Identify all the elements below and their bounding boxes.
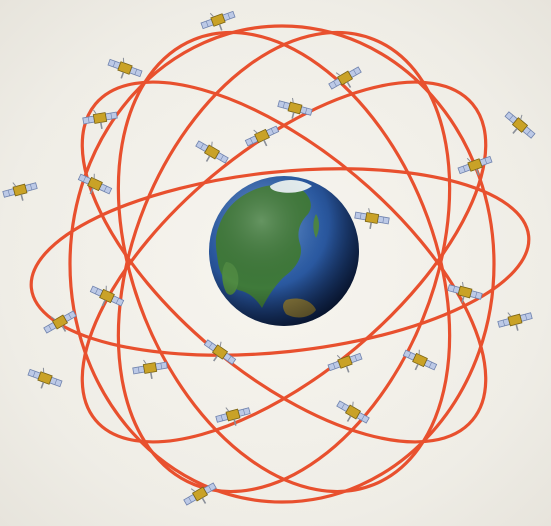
satellite-icon xyxy=(105,54,144,84)
satellite-icon xyxy=(400,345,439,377)
satellite-icon xyxy=(82,106,119,132)
earth-icon xyxy=(209,176,359,326)
satellite-icon xyxy=(25,364,64,394)
satellite-icon xyxy=(456,151,495,181)
satellite-icon xyxy=(326,348,365,378)
satellite-icon xyxy=(500,107,539,144)
satellite-icon xyxy=(214,402,252,430)
satellite-icon xyxy=(353,206,390,232)
satellite-icon xyxy=(1,177,39,205)
satellite-icon xyxy=(496,307,534,335)
